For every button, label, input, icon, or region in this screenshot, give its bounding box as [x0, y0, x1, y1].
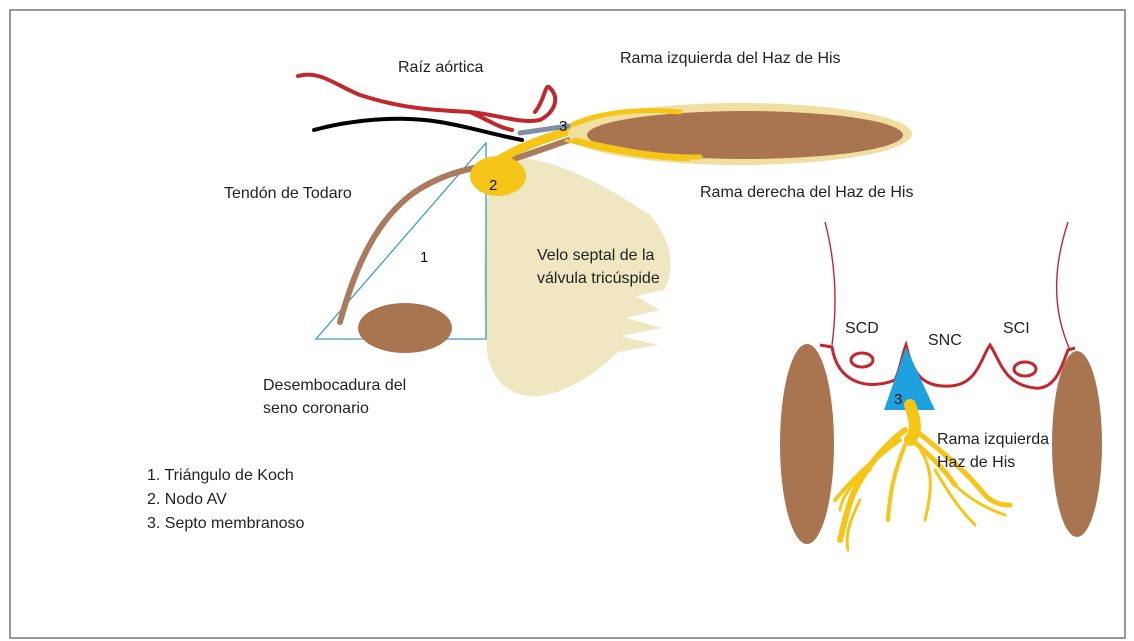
- legend-item-3: 3. Septo membranoso: [147, 515, 305, 532]
- label-rama-izq-haz-line2: Haz de His: [937, 454, 1015, 471]
- label-rama-derecha: Rama derecha del Haz de His: [700, 184, 913, 201]
- coronary-sinus-ostium: [358, 303, 452, 353]
- label-sci: SCI: [1003, 320, 1030, 337]
- marker-koch-triangle: 1: [420, 249, 428, 266]
- right-ventricle-wall: [1052, 351, 1102, 537]
- marker-membranous-septum-bottom: 3: [894, 391, 902, 408]
- label-raiz-aortica: Raíz aórtica: [398, 59, 483, 76]
- label-tendon-todaro: Tendón de Todaro: [224, 185, 352, 202]
- label-rama-izquierda-top: Rama izquierda del Haz de His: [620, 50, 841, 67]
- label-velo-line1: Velo septal de la: [537, 247, 655, 264]
- label-rama-izq-haz-line1: Rama izquierda: [937, 431, 1049, 448]
- legend-item-2: 2. Nodo AV: [147, 491, 227, 508]
- left-ventricle-wall: [780, 344, 834, 544]
- marker-membranous-septum-top: 3: [559, 118, 567, 135]
- coronary-ostium-left: [1014, 362, 1036, 376]
- legend-item-1: 1. Triángulo de Koch: [147, 467, 294, 484]
- label-velo-line2: válvula tricúspide: [537, 270, 660, 287]
- label-desembocadura-line1: Desembocadura del: [263, 377, 406, 394]
- label-desembocadura-line2: seno coronario: [263, 400, 369, 417]
- marker-av-node: 2: [489, 177, 497, 194]
- coronary-ostium-right: [851, 353, 873, 367]
- label-snc: SNC: [928, 332, 962, 349]
- label-scd: SCD: [845, 320, 879, 337]
